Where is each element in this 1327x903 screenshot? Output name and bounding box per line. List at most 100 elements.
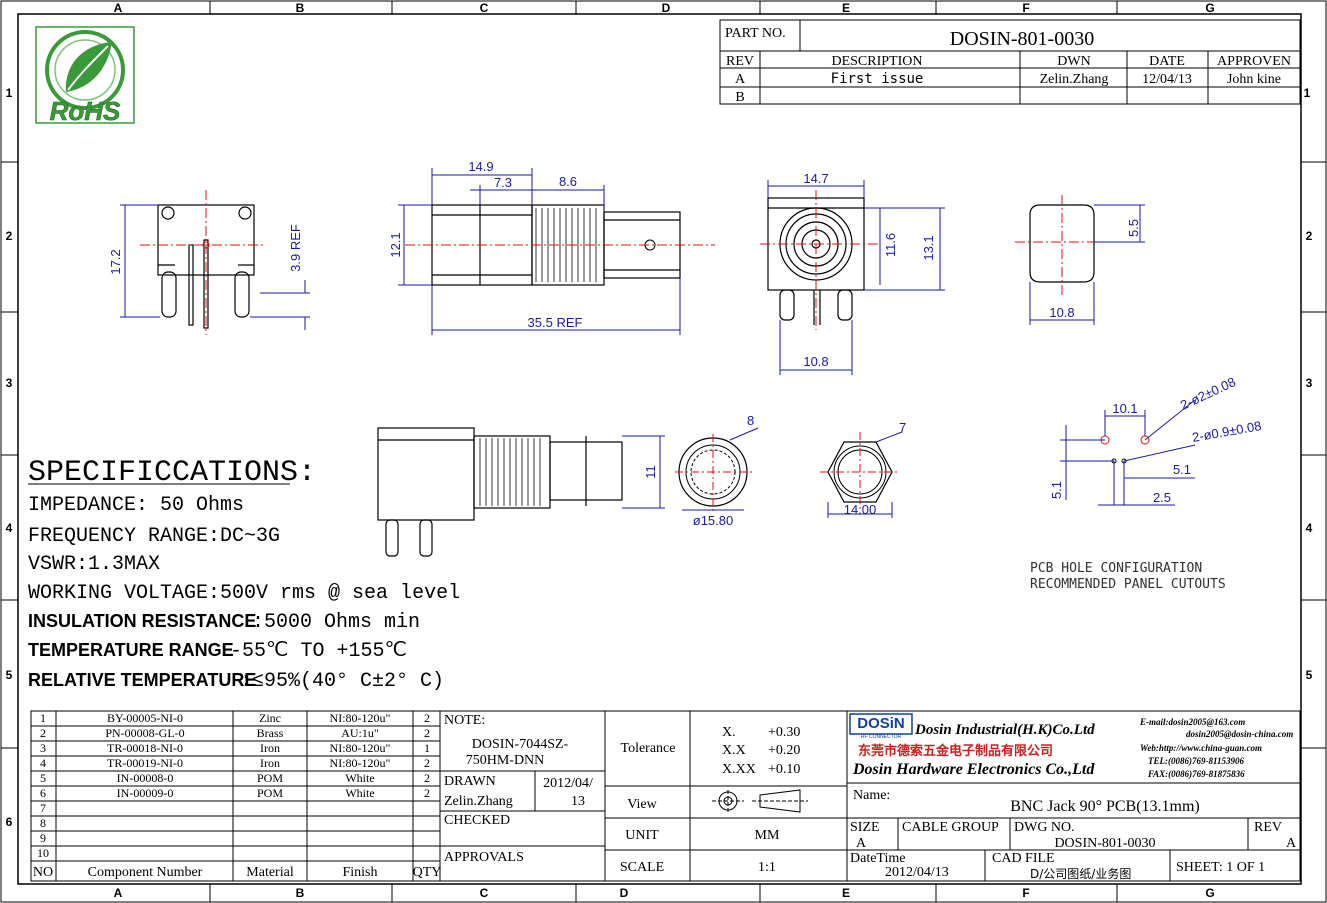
dwn-header: DWN (1057, 54, 1090, 69)
bom-row: 8 (40, 816, 46, 830)
note-block-text: NOTE: DOSIN-7044SZ- 750HM-DNN DRAWN Zeli… (444, 713, 593, 865)
dim-pcb-hole1: 2-ø2±0.08 (1178, 374, 1238, 413)
cad-label: CAD FILE (992, 851, 1055, 866)
zone-row-5-right: 5 (1306, 668, 1313, 682)
zone-col-f-bottom: F (1022, 886, 1029, 900)
top-view: 14.9 7.3 8.6 12.1 35.5 REF (388, 159, 715, 335)
zone-col-b-bottom: B (296, 886, 305, 900)
zone-col-c-top: C (480, 1, 489, 15)
company-email1: E-mail:dosin2005@163.com (1139, 717, 1245, 727)
drawn-date-2: 13 (571, 794, 585, 809)
tolerance-xxx-val: +0.10 (768, 762, 800, 777)
zone-row-3-right: 3 (1306, 376, 1313, 390)
note-line2: 750HM-DNN (466, 753, 545, 768)
zone-labels: A B C D E F G A B C D E F G 1 2 3 4 5 6 … (6, 1, 1313, 900)
company-block-text: DOSiN RF CONNECTOR Dosin Industrial(H.K)… (849, 713, 1297, 881)
spec-relative-label: RELATIVE TEMPERATURE (28, 670, 256, 690)
dim-top-35-5: 35.5 REF (528, 315, 583, 330)
spec-insulation-label: INSULATION RESISTANCE (28, 611, 256, 631)
size-value: A (856, 836, 867, 851)
bom-cell-component: IN-00009-0 (117, 786, 174, 800)
tolerance-block-text: Tolerance X. +0.30 X.X +0.20 X.XX +0.10 … (620, 725, 801, 875)
spec-relative-value: :≤95%(40° C±2° C) (240, 670, 444, 693)
zone-col-f-top: F (1022, 1, 1029, 15)
bom-row: 9 (40, 831, 46, 845)
part-7-nut: 7 14.00 (820, 420, 906, 518)
dim-side-height: 17.2 (108, 249, 123, 274)
bom-cell-finish: NI:80-120u" (330, 711, 391, 725)
dosin-logo (849, 713, 913, 735)
scale-label: SCALE (620, 860, 664, 875)
pcb-note-line1: PCB HOLE CONFIGURATION (1030, 561, 1202, 576)
spec-insulation-value: :5000 Ohms min (252, 611, 420, 634)
specifications: SPECIFICCATIONS: IMPEDANCE: 50 Ohms FREQ… (28, 456, 460, 693)
cable-group-label: CABLE GROUP (902, 820, 999, 835)
zone-row-4-right: 4 (1306, 521, 1313, 535)
view-label: View (627, 797, 657, 812)
dim-cut-5-5: 5.5 (1126, 219, 1141, 237)
rohs-logo: RoHS (35, 26, 135, 126)
bom-cell-no: 2 (40, 726, 46, 740)
drawn-name: Zelin.Zhang (444, 794, 513, 809)
dim-pcb-2-5: 2.5 (1153, 490, 1171, 505)
revision-block (719, 19, 1301, 105)
dim-d15-80: ø15.80 (693, 513, 733, 528)
bom-footer-material: Material (246, 865, 294, 880)
tolerance-x: X. (722, 725, 736, 740)
label-part-8: 8 (747, 413, 754, 428)
bom-cell-component: TR-00019-NI-0 (107, 756, 183, 770)
company-name-hw: Dosin Hardware Electronics Co.,Ltd (852, 761, 1095, 778)
bom-cell-no: 5 (40, 771, 46, 785)
spec-impedance: IMPEDANCE: 50 Ohms (28, 494, 244, 517)
unit-label: UNIT (625, 828, 659, 843)
zone-col-c-bottom: C (480, 886, 489, 900)
bom-cell-material: Brass (257, 726, 284, 740)
dim-front-14-7: 14.7 (803, 171, 828, 186)
rev-a-approven: John kine (1227, 72, 1281, 87)
bom-footer-component: Component Number (88, 865, 203, 880)
revision-block-text: PART NO. DOSIN-801-0030 REV DESCRIPTION … (725, 26, 1291, 105)
approvals-label: APPROVALS (444, 850, 524, 865)
bom-cell-finish: White (345, 771, 374, 785)
zone-col-e-bottom: E (842, 886, 850, 900)
spec-vswr: VSWR:1.3MAX (28, 553, 160, 576)
dim-pcb-10-1: 10.1 (1112, 401, 1137, 416)
bom-cell-no: 6 (40, 786, 46, 800)
name-value: BNC Jack 90° PCB(13.1mm) (1010, 798, 1200, 815)
label-part-7: 7 (899, 420, 906, 435)
dosin-logo-sub: RF CONNECTOR (861, 734, 902, 740)
drawn-label: DRAWN (444, 774, 496, 789)
dim-front-11-6: 11.6 (883, 233, 898, 257)
bom-cell-no: 10 (37, 846, 49, 860)
bom-cell-material: POM (257, 771, 283, 785)
rev-value: A (1286, 836, 1297, 851)
bom-cell-finish: NI:80-120u" (330, 756, 391, 770)
note-line1: DOSIN-7044SZ- (472, 737, 569, 752)
bom-cell-qty: 1 (424, 741, 430, 755)
sheet-label: SHEET: 1 OF 1 (1176, 860, 1265, 875)
zone-row-4-left: 4 (6, 521, 13, 535)
tolerance-xx-val: +0.20 (768, 743, 800, 758)
cad-value: D/公司图纸/业务图 (1030, 866, 1131, 881)
zone-col-a-bottom: A (114, 886, 123, 900)
zone-row-5-left: 5 (6, 668, 13, 682)
dim-top-12-1: 12.1 (388, 232, 403, 257)
rev-b: B (735, 90, 744, 105)
dwg-label: DWG NO. (1014, 820, 1075, 835)
panel-cutout: 5.5 10.8 (1015, 195, 1145, 325)
description-header: DESCRIPTION (831, 54, 922, 69)
bom-footer: NO Component Number Material Finish QTY (33, 865, 442, 880)
dim-pcb-5-1a: 5.1 (1173, 462, 1191, 477)
bom-cell-qty: 2 (424, 771, 430, 785)
bom-cell-qty: 2 (424, 726, 430, 740)
rev-a: A (735, 72, 746, 87)
dwg-value: DOSIN-801-0030 (1054, 836, 1155, 851)
zone-col-g-bottom: G (1205, 886, 1214, 900)
part-8-washer: 8 ø15.80 (675, 413, 759, 528)
datetime-label: DateTime (850, 851, 905, 866)
